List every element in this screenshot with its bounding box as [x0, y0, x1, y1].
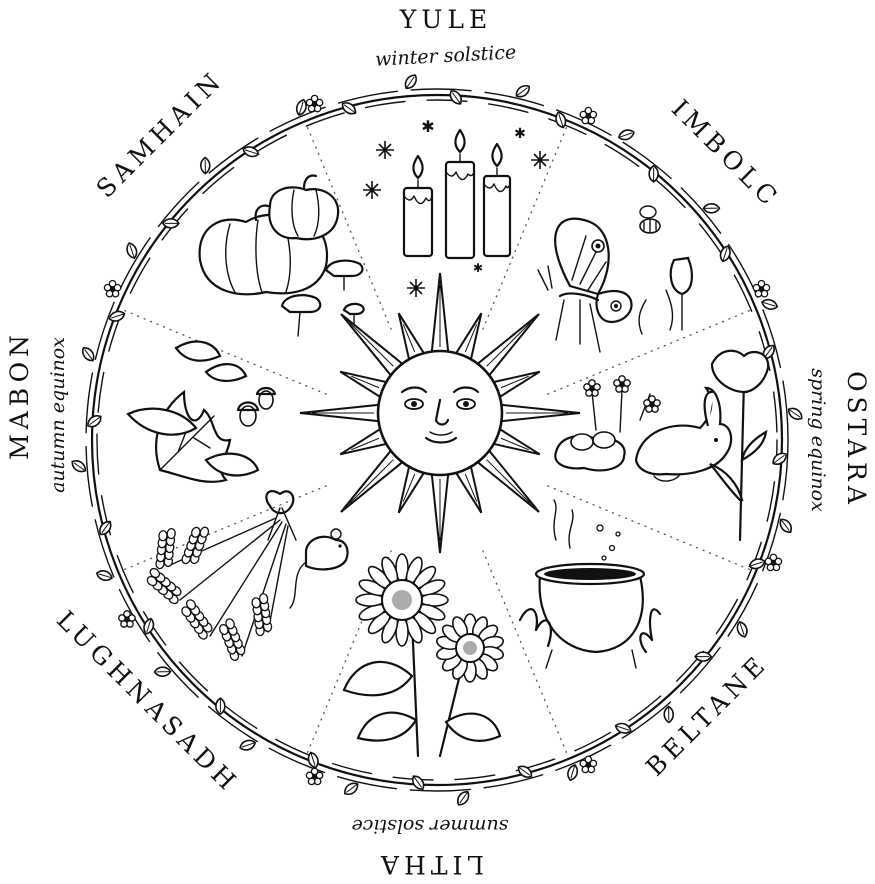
- svg-text:✱: ✱: [421, 117, 434, 136]
- vine-leaf: [703, 204, 719, 213]
- vine-leaf: [617, 128, 635, 142]
- vine-flower: [104, 281, 120, 297]
- sabbat-name: LITHA: [376, 850, 484, 879]
- vine-leaf: [216, 698, 225, 714]
- vine-leaf: [125, 242, 139, 260]
- vine-flower: [580, 107, 596, 123]
- vine-leaf: [777, 517, 794, 535]
- spoke-divider: [123, 486, 326, 570]
- sabbat-name: OSTARA: [842, 371, 871, 509]
- sunflowers-icon: [344, 554, 504, 756]
- candles-snowflakes-icon: ✱ ✱ ✱: [363, 117, 549, 297]
- sabbat-name: MABON: [5, 330, 34, 460]
- wheat-head: [143, 567, 185, 606]
- wheat-head: [181, 523, 210, 567]
- vine-leaf: [403, 73, 420, 91]
- vine-leaf: [342, 780, 360, 797]
- vine-leaf: [786, 406, 804, 423]
- vine-leaf: [201, 158, 210, 174]
- spoke-divider: [548, 486, 751, 570]
- pumpkins-mushrooms-icon: [200, 176, 364, 337]
- vine-leaf: [649, 166, 658, 182]
- vine-flower: [119, 611, 135, 627]
- sabbat-name: LUGHNASADH: [51, 605, 245, 799]
- sun-ray-line: [487, 322, 531, 366]
- wheat-sheaf-mouse-icon: [143, 491, 347, 662]
- wheat-head: [251, 593, 273, 636]
- vine-leaf: [85, 413, 103, 430]
- wheat-head: [178, 598, 215, 641]
- vine-leaf: [664, 706, 673, 722]
- vine-leaf: [70, 458, 88, 475]
- sabbat-name: BELTANE: [640, 648, 773, 781]
- autumn-leaves-acorns-icon: [128, 342, 275, 482]
- vine-leaf: [410, 774, 427, 792]
- rabbit-eggs-flowers-icon: [555, 351, 768, 540]
- vine-flower: [306, 95, 322, 111]
- svg-text:✱: ✱: [514, 126, 526, 142]
- vine-flower: [753, 281, 769, 297]
- vine-leaf: [735, 620, 749, 638]
- sabbat-subtitle: summer solstice: [351, 815, 508, 837]
- sabbat-subtitle: winter solstice: [375, 41, 517, 70]
- butterfly-bee-icon: [538, 206, 692, 352]
- vine-leaf: [455, 789, 472, 807]
- sabbat-name: YULE: [399, 5, 492, 34]
- vine-leaf: [771, 450, 789, 467]
- sun-ray-line: [487, 460, 531, 504]
- svg-text:✱: ✱: [473, 261, 483, 275]
- vine-leaf: [695, 652, 711, 661]
- cauldron-fire-icon: [520, 500, 660, 668]
- vine-leaf: [514, 83, 532, 100]
- sun-ray-line: [349, 460, 393, 504]
- sun-face-icon: [300, 273, 580, 553]
- vine-leaf: [761, 298, 779, 311]
- sabbat-subtitle: autumn equinox: [47, 337, 69, 493]
- vine-leaf: [155, 667, 171, 676]
- sun-ray-line: [349, 322, 393, 366]
- vine-leaf: [447, 88, 464, 106]
- vine-leaf: [80, 345, 97, 363]
- sabbat-subtitle: spring equinox: [807, 368, 829, 512]
- vine-leaf: [163, 219, 179, 228]
- sabbat-name: IMBOLC: [666, 94, 786, 214]
- vine-leaf: [239, 738, 257, 752]
